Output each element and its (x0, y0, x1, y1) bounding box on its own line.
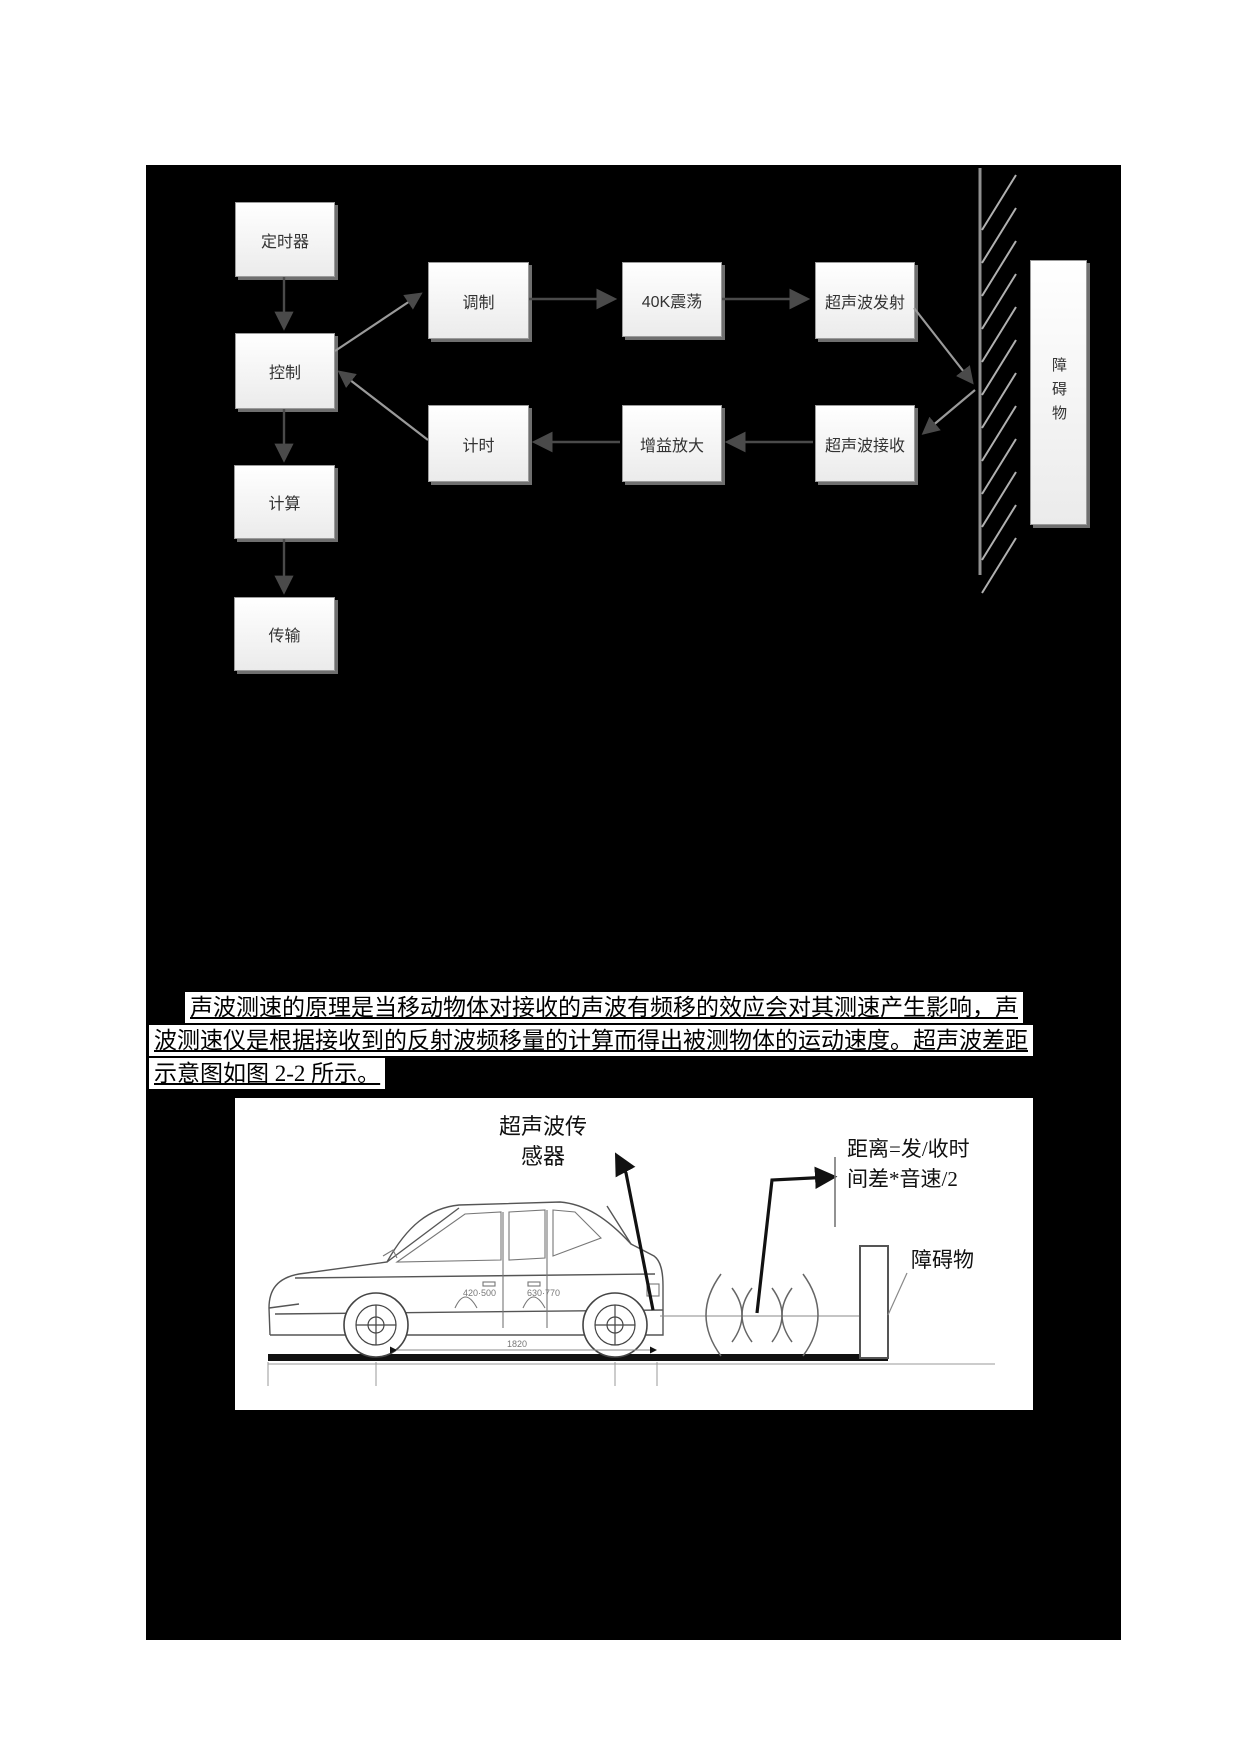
obstacle-label: 障碍物 (911, 1248, 974, 1272)
figure-2-2-ultrasonic-ranging: 420·500 630·770 1820 超声波传 感器 距离=发/收时 间差*… (235, 1098, 1033, 1410)
flowchart-node-compute: 计算 (234, 465, 335, 539)
flowchart-node-modulate: 调制 (428, 262, 529, 339)
node-label: 超声波接收 (824, 437, 905, 455)
ground-bar (268, 1354, 888, 1361)
node-label: 40K震荡 (641, 293, 703, 311)
sensor-callout-arrow (614, 1152, 655, 1311)
node-label: 计算 (268, 496, 301, 513)
sound-wave-arcs (705, 1273, 819, 1357)
node-label: 超声波发射 (824, 294, 905, 312)
car-dim-text-b: 630·770 (527, 1288, 560, 1298)
node-label: 控制 (268, 365, 301, 382)
flowchart-node-timer: 定时器 (235, 202, 335, 277)
node-label: 障碍物 (1050, 356, 1067, 429)
distance-formula-line2: 间差*音速/2 (847, 1167, 958, 1191)
obstacle-pointer-line (887, 1272, 908, 1316)
paragraph-line-3: 示意图如图 2-2 所示。 (149, 1058, 386, 1089)
obstacle-block (859, 1245, 889, 1359)
car-scene-drawing: 420·500 630·770 1820 (267, 1152, 995, 1386)
sensor-label: 超声波传 感器 (463, 1112, 623, 1172)
paragraph-line-1: 声波测速的原理是当移动物体对接收的声波有频移的效应会对其测速产生影响，声 (185, 992, 1023, 1023)
node-label: 定时器 (260, 233, 309, 251)
car-details (382, 1209, 660, 1328)
flowchart-node-transmit: 传输 (234, 597, 335, 671)
sensor-label-line2: 感器 (520, 1144, 565, 1169)
node-label: 传输 (268, 628, 301, 645)
paragraph-line-2: 波测速仪是根据接收到的反射波频移量的计算而得出被测物体的运动速度。超声波差距 (149, 1025, 1033, 1056)
node-label: 调制 (462, 294, 495, 312)
car-wheels (343, 1292, 648, 1358)
node-label: 增益放大 (639, 437, 704, 455)
car-dim-text-a: 420·500 (463, 1288, 496, 1298)
flowchart-node-obstacle: 障碍物 (1030, 260, 1087, 525)
flowchart-node-40k-oscillator: 40K震荡 (622, 262, 722, 337)
distance-callout-arrow (755, 1166, 838, 1314)
flowchart-node-timing: 计时 (428, 405, 529, 482)
car-dim-wheelbase: 1820 (507, 1339, 527, 1349)
node-label: 计时 (462, 437, 495, 455)
flowchart-node-control: 控制 (235, 333, 335, 409)
flowchart-node-ultrasonic-receive: 超声波接收 (815, 405, 915, 482)
flowchart-node-gain-amplifier: 增益放大 (622, 405, 722, 482)
distance-formula-line1: 距离=发/收时 (847, 1137, 970, 1161)
flowchart-node-ultrasonic-transmit: 超声波发射 (815, 262, 915, 339)
distance-formula-label: 距离=发/收时 间差*音速/2 (847, 1134, 1027, 1194)
sensor-label-line1: 超声波传 (498, 1114, 587, 1139)
